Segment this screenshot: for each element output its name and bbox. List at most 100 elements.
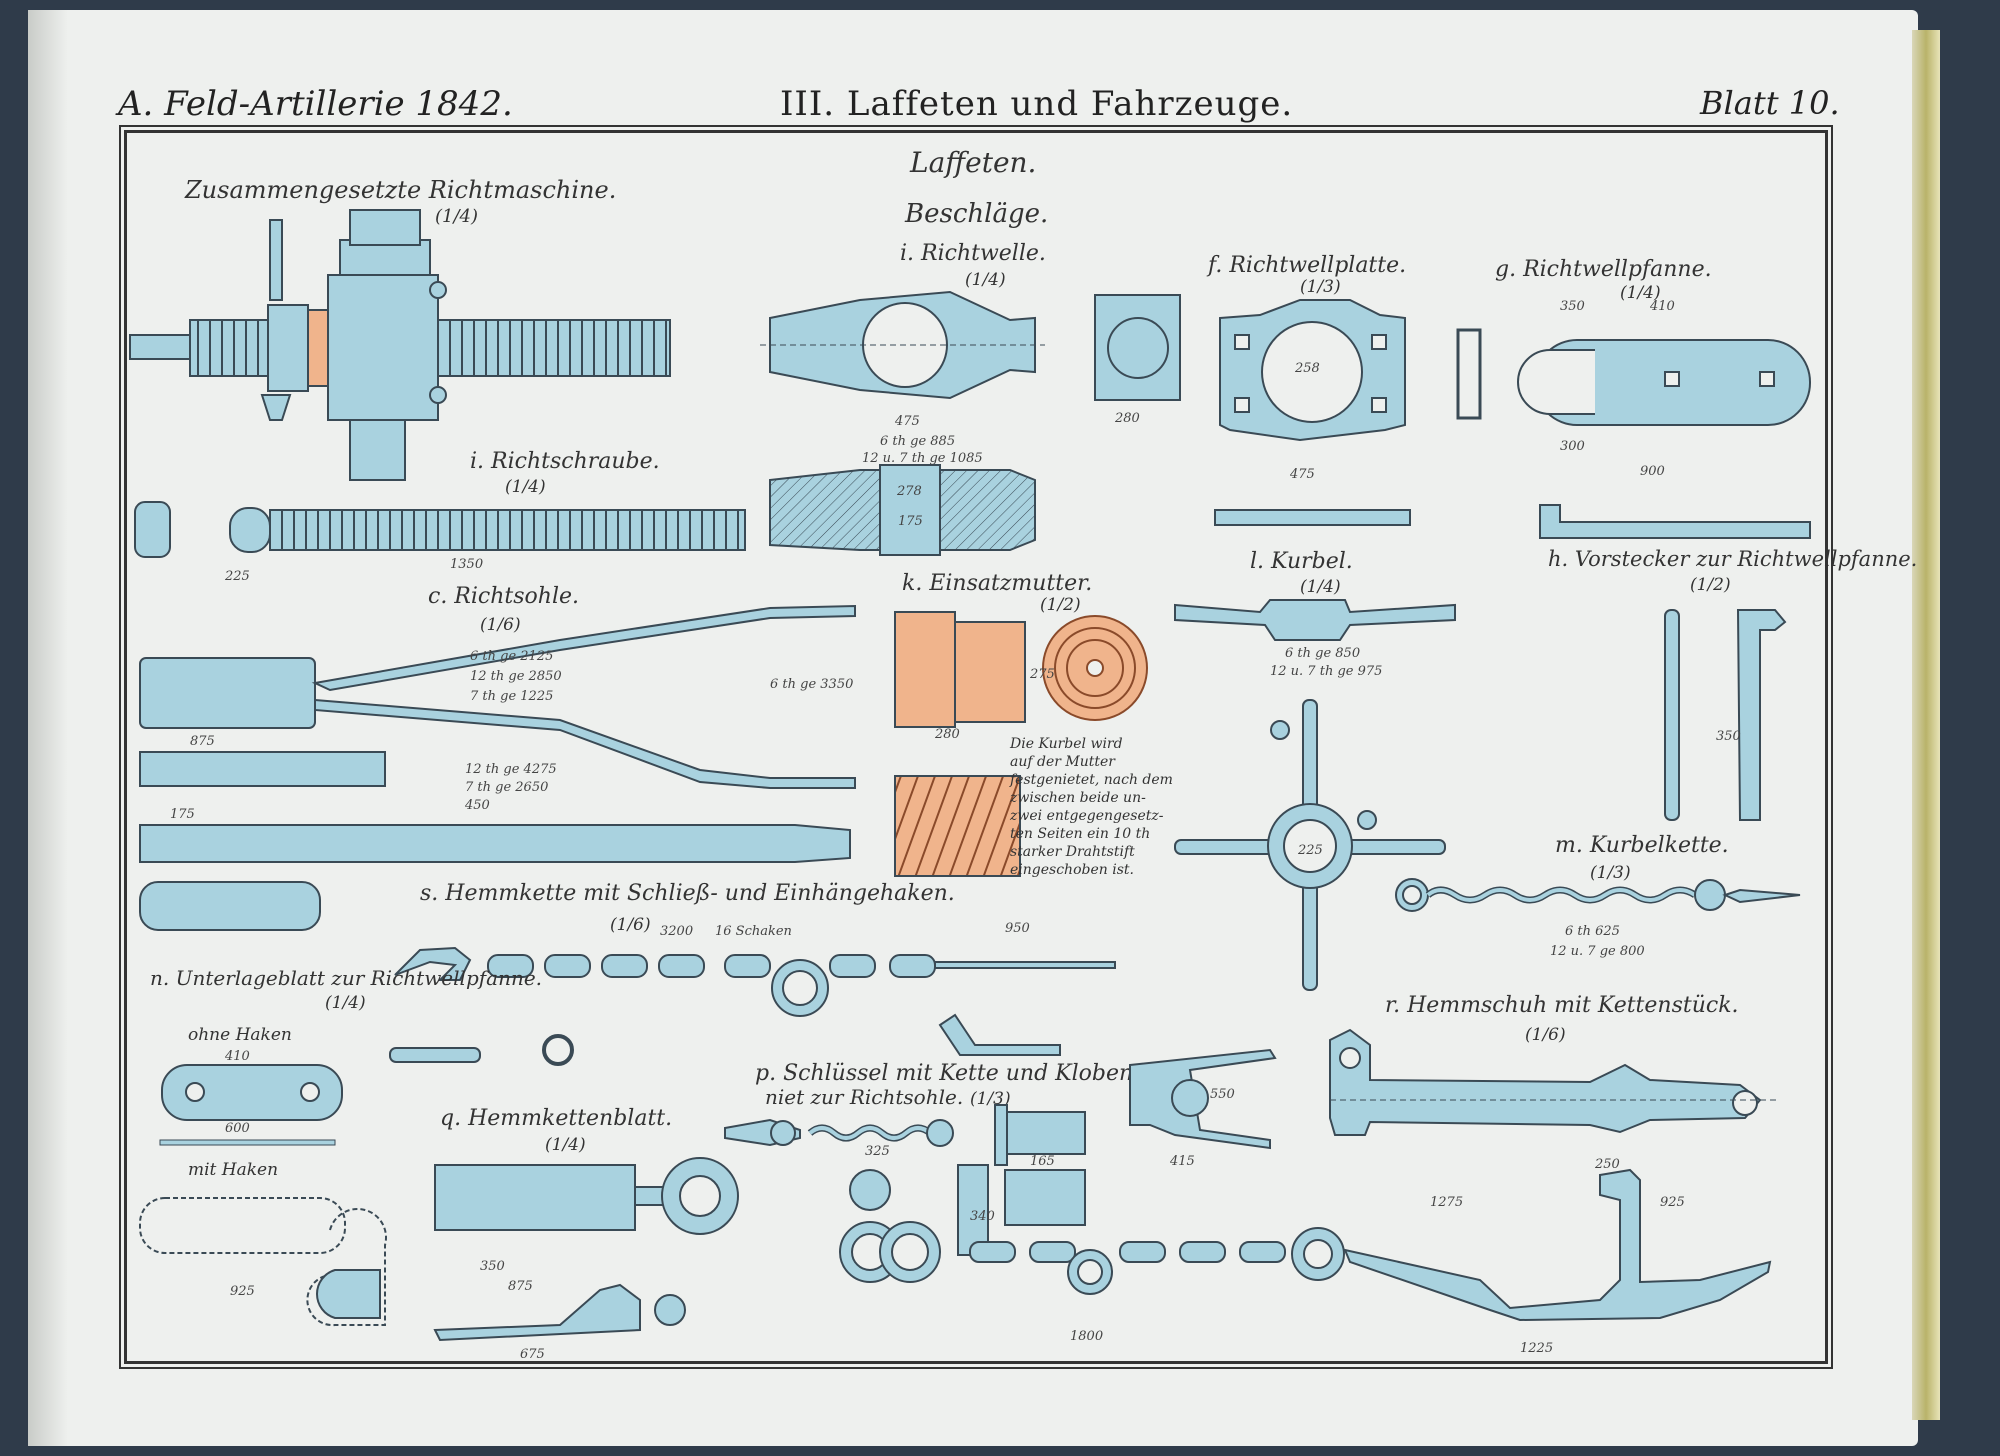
richtschraube-scale: (1/4)	[505, 477, 546, 497]
plate-title: Laffeten.	[909, 146, 1036, 179]
hemmkette-dim-950: 950	[1005, 921, 1030, 936]
richtwellpfanne-dim-300: 300	[1560, 439, 1585, 454]
vorstecker-figure: h. Vorstecker zur Richtwellpfanne. (1/2)…	[1548, 547, 1917, 821]
note-line-1: Die Kurbel wird	[1009, 736, 1123, 752]
richtschraube-figure: i. Richtschraube. (1/4) 1350 225	[134, 449, 746, 584]
header-left-text: A. Feld-Artillerie 1842.	[118, 84, 513, 124]
vorstecker-label: h. Vorstecker zur Richtwellpfanne.	[1548, 547, 1917, 571]
kurbel-dim-225: 225	[1297, 843, 1323, 858]
hemmschuh-dim-925: 925	[1660, 1195, 1685, 1210]
richtwellplatte-dim-258: 258	[1294, 361, 1320, 376]
schluessel-figure: p. Schlüssel mit Kette und Kloben niet z…	[724, 1061, 1133, 1256]
richtwelle-label: i. Richtwelle.	[900, 241, 1046, 266]
vorstecker-scale: (1/2)	[1690, 575, 1731, 595]
richtwellpfanne-scale: (1/4)	[1620, 283, 1661, 303]
spreader-bracket: 415 550	[1129, 1048, 1277, 1169]
richtwelle-dim-475: 475	[894, 414, 920, 429]
hemmkette-dim-schaken: 16 Schaken	[715, 924, 792, 939]
richtsohle-label: c. Richtsohle.	[428, 584, 579, 609]
note-line-6: ten Seiten ein 10 th	[1010, 826, 1150, 842]
hemmkette-scale: (1/6)	[610, 915, 651, 935]
header-right-sheet-number: Blatt 10.	[1700, 84, 1840, 122]
hemmschuh-dim-250: 250	[1594, 1157, 1620, 1172]
note-line-8: eingeschoben ist.	[1010, 862, 1134, 878]
richtsohle-dim-3350: 12 th ge 4275	[465, 762, 557, 777]
richtwellpfanne-dim-350: 350	[1560, 299, 1585, 314]
hemmschuh-dim-1800: 1800	[1070, 1329, 1103, 1344]
einsatzmutter-figure: k. Einsatzmutter. (1/2) 280 275	[894, 571, 1148, 877]
hemmschuh-label: r. Hemmschuh mit Kettenstück.	[1385, 993, 1739, 1018]
einsatzmutter-dim-275: 275	[1029, 667, 1055, 682]
hemmkette-label: s. Hemmkette mit Schließ- und Einhängeha…	[420, 881, 955, 906]
page-edge	[1912, 30, 1940, 1420]
plate-border	[124, 130, 1828, 1364]
schluessel-dim-165: 165	[1030, 1154, 1055, 1169]
page-gutter	[28, 10, 68, 1446]
note-line-2: auf der Mutter	[1010, 754, 1116, 770]
kurbelkette-figure: m. Kurbelkette. (1/3) 6 th 625 12 u. 7 g…	[1395, 833, 1801, 959]
richtschraube-dim-1350: 1350	[450, 557, 483, 572]
unterlageblatt-scale: (1/4)	[325, 993, 366, 1013]
richtsohle-dim-550: 6 th ge 3350	[770, 677, 853, 692]
hemmkette-dim-3200: 3200	[660, 924, 693, 939]
einsatzmutter-label: k. Einsatzmutter.	[902, 571, 1092, 596]
richtwelle-scale: (1/4)	[965, 270, 1006, 290]
richtwellplatte-label: f. Richtwellplatte.	[1206, 253, 1406, 278]
hemmschuh-figure: r. Hemmschuh mit Kettenstück. (1/6) 1275…	[839, 993, 1780, 1356]
kurbel-dim-850: 6 th ge 850	[1285, 646, 1360, 661]
hemmkettenblatt-dim-875: 875	[508, 1279, 533, 1294]
richtsohle-figure: c. Richtsohle. (1/6) 6 th ge 2125 12 th …	[139, 584, 856, 931]
richtsohle-dim-2850: 12 th ge 2850	[470, 669, 562, 684]
richtwellplatte-figure: f. Richtwellplatte. (1/3) 475 258	[1206, 253, 1482, 526]
unterlageblatt-dim-925: 925	[230, 1284, 255, 1299]
richtschraube-label: i. Richtschraube.	[470, 449, 660, 474]
hemmkettenblatt-dim-675: 675	[520, 1347, 545, 1362]
richtsohle-dim-4275: 7 th ge 2650	[465, 780, 548, 795]
richtwelle-figure: i. Richtwelle. (1/4) 278 175 475 6 th ge…	[760, 241, 1181, 556]
richtsohle-dim-2650: 450	[464, 798, 490, 813]
richtsohle-scale: (1/6)	[480, 615, 521, 635]
richtwelle-dim-278: 278	[896, 484, 922, 499]
hemmkettenblatt-dim-350: 350	[480, 1259, 505, 1274]
schluessel-label: p. Schlüssel mit Kette und Kloben	[755, 1061, 1133, 1086]
richtwelle-dim-885: 6 th ge 885	[880, 434, 955, 449]
mit-haken-label: mit Haken	[188, 1160, 278, 1180]
schluessel-dim-325: 325	[865, 1144, 890, 1159]
note-line-4: zwischen beide un-	[1009, 790, 1146, 806]
richtwelle-dim-280: 280	[1114, 411, 1140, 426]
kurbel-note: Die Kurbel wird auf der Mutter festgenie…	[1009, 736, 1173, 878]
note-line-7: starker Drahtstift	[1010, 844, 1135, 860]
richtwellplatte-scale: (1/3)	[1300, 277, 1341, 297]
richtsohle-dim-2125: 6 th ge 2125	[470, 649, 553, 664]
richtwellplatte-dim-475: 475	[1289, 467, 1315, 482]
richtsohle-dim-450: 175	[170, 807, 195, 822]
hemmschuh-dim-1275: 1275	[1430, 1195, 1463, 1210]
kurbel-dim-975: 12 u. 7 th ge 975	[1270, 664, 1382, 679]
richtmaschine-scale: (1/4)	[435, 206, 478, 227]
section-title: Beschläge.	[904, 199, 1048, 229]
unterlageblatt-dim-600: 600	[225, 1121, 250, 1136]
kurbel-scale: (1/4)	[1300, 577, 1341, 597]
unterlageblatt-figure: n. Unterlageblatt zur Richtwellpfanne. (…	[139, 966, 542, 1327]
hemmkettenblatt-figure: q. Hemmkettenblatt. (1/4) 350 875 675	[433, 1106, 739, 1362]
richtmaschine-label: Zusammengesetzte Richtmaschine.	[184, 176, 616, 204]
schluessel-dim-550: 550	[1210, 1087, 1235, 1102]
richtwellpfanne-figure: g. Richtwellpfanne. (1/4) 350 410 300 90…	[1495, 257, 1811, 539]
kurbel-label: l. Kurbel.	[1250, 549, 1353, 574]
einsatzmutter-dim-280: 280	[934, 727, 960, 742]
vorstecker-dim-350: 350	[1716, 729, 1741, 744]
note-line-5: zwei entgegengesetz-	[1009, 808, 1164, 824]
kurbelkette-label: m. Kurbelkette.	[1555, 833, 1729, 858]
note-line-3: festgenietet, nach dem	[1009, 772, 1173, 788]
ohne-haken-label: ohne Haken	[188, 1025, 292, 1045]
hemmschuh-dim-1225: 1225	[1520, 1341, 1553, 1356]
unterlageblatt-dim-410: 410	[224, 1049, 250, 1064]
schluessel-sub-label: niet zur Richtsohle.	[765, 1085, 963, 1109]
richtwellpfanne-dim-410: 410	[1649, 299, 1675, 314]
richtschraube-dim-225: 225	[224, 569, 250, 584]
richtmaschine-assembly: Zusammengesetzte Richtmaschine. (1/4)	[129, 176, 671, 481]
richtwellpfanne-dim-900: 900	[1640, 464, 1665, 479]
header-center-title: III. Laffeten und Fahrzeuge.	[780, 84, 1294, 124]
